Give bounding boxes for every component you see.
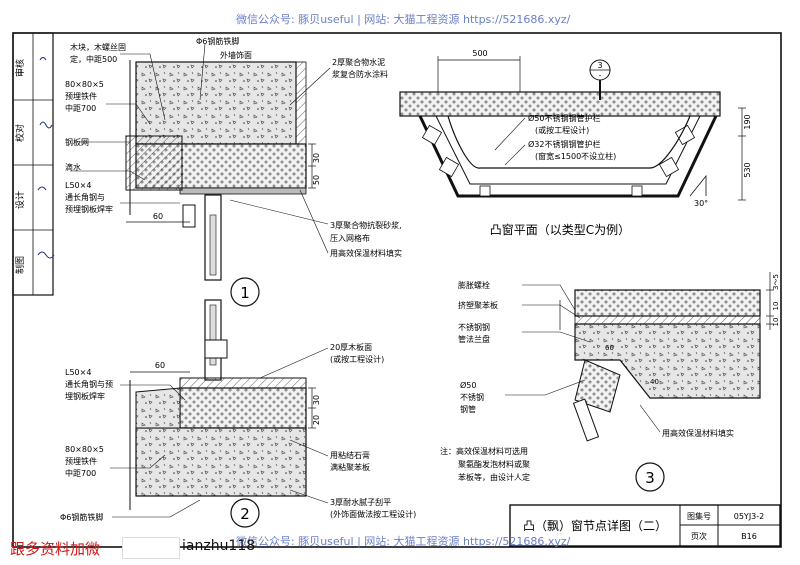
detail-3: 3～5 10 10 40 60 膨胀螺栓 挤塑聚苯板 不锈钢钢 管法兰盘 Ø50… — [440, 272, 780, 492]
detail1-note-9: 通长角钢与 — [65, 192, 105, 202]
plan-section-ref: - — [599, 71, 602, 80]
detail3-note-3: 不锈钢钢 — [458, 322, 490, 332]
detail3-note-5: Ø50 — [460, 380, 476, 390]
detail3-note-1: 膨胀螺栓 — [458, 280, 490, 290]
detail2-note-3: 埋钢板焊牢 — [65, 391, 105, 401]
detail2-right-1: 20厚木板面 — [330, 342, 372, 352]
plan-note-3: Ø32不锈钢钢管护栏 — [528, 139, 600, 149]
strip-role-1: 制图 — [14, 256, 26, 274]
detail1-number: 1 — [240, 284, 250, 302]
detail1-note-7: 滴水 — [65, 162, 81, 172]
detail3-dim-40: 40 — [650, 378, 659, 386]
detail1-note-10: 预埋钢板焊牢 — [65, 204, 113, 214]
detail2-note-4: 80×80×5 — [65, 445, 104, 454]
strip-role-4: 审核 — [14, 59, 26, 77]
detail2-right-4: 满粘聚苯板 — [330, 462, 370, 472]
detail-2: 30 20 60 L50×4 通长角钢与预 埋钢板焊牢 80×80×5 预埋铁件… — [60, 299, 416, 528]
detail2-right-5: 3厚耐水腻子刮平 — [330, 497, 391, 507]
plan-dim-500: 500 — [472, 49, 487, 58]
detail1-note-6: 钢板网 — [65, 137, 89, 147]
detail2-right-2: (或按工程设计) — [330, 354, 384, 364]
signature-strip: 制图 设计 校对 审核 — [12, 32, 55, 296]
detail1-dim-30: 30 — [312, 153, 321, 163]
plan-note-4: (窗宽≤1500不设立柱) — [535, 151, 616, 161]
detail3-footnote-3: 苯板等，由设计人定 — [458, 472, 530, 482]
watermark-top: 微信公众号: 豚贝useful | 网站: 大猫工程资源 https://521… — [236, 13, 571, 26]
detail2-note-5: 预埋铁件 — [65, 456, 97, 466]
detail3-number: 3 — [645, 469, 655, 487]
detail2-number-circle — [230, 498, 260, 528]
detail3-dim-10b: 10 — [772, 318, 780, 327]
detail2-number: 2 — [240, 505, 250, 523]
plan-section-mark: 3 — [597, 61, 602, 70]
detail3-dim-3-5: 3～5 — [772, 274, 780, 290]
promo-text: 跟多资料加微 — [10, 540, 101, 558]
detail2-dim-60: 60 — [155, 361, 165, 370]
signature-scribbles — [37, 57, 55, 259]
detail1-note-1: 木块，木螺丝固 — [70, 42, 126, 52]
plan-dim-190: 190 — [743, 114, 752, 129]
bay-window-plan: 500 190 530 30° 3 - Ø50不锈钢钢管护栏 (或按工程设计) … — [399, 49, 752, 237]
detail1-right-2: 压入网格布 — [330, 233, 370, 243]
detail1-top-1: Φ6钢筋铁脚 — [196, 36, 239, 46]
promo-id: ianzhu118 — [182, 538, 256, 554]
detail1-note-8: L50×4 — [65, 181, 91, 190]
detail3-footnote-2: 聚氨酯发泡材料或聚 — [458, 459, 530, 469]
detail1-right-1: 3厚聚合物抗裂砂浆, — [330, 220, 402, 230]
detail2-note-1: L50×4 — [65, 368, 91, 377]
strip-role-3: 校对 — [14, 124, 26, 142]
detail1-dim-60: 60 — [153, 212, 163, 221]
detail1-top-4: 浆复合防水涂料 — [332, 69, 388, 79]
redacted-box — [122, 537, 180, 559]
detail1-note-2: 定，中距500 — [70, 54, 117, 64]
detail2-dim-30: 30 — [312, 395, 321, 405]
atlas-label: 图集号 — [687, 511, 711, 521]
title-block: 凸（飘）窗节点详图（二） 图集号 05YJ3-2 页次 B16 — [509, 504, 781, 547]
detail3-note-6: 不锈钢 — [460, 392, 484, 402]
plan-title: 凸窗平面（以类型C为例） — [490, 223, 630, 237]
detail1-note-5: 中距700 — [65, 103, 96, 113]
watermark-bottom: 微信公众号: 豚贝useful | 网站: 大猫工程资源 https://521… — [236, 535, 571, 548]
detail1-right-3: 用高效保温材料填实 — [330, 248, 402, 258]
detail1-note-3: 80×80×5 — [65, 80, 104, 89]
atlas-number: 05YJ3-2 — [734, 512, 765, 521]
detail1-top-3: 2厚聚合物水泥 — [332, 57, 385, 67]
page-number: B16 — [741, 532, 757, 541]
detail2-right-6: (外饰面做法按工程设计) — [330, 509, 416, 519]
detail2-note-7: Φ6钢筋铁脚 — [60, 512, 103, 522]
detail2-right-3: 用粘结石膏 — [330, 450, 370, 460]
strip-role-2: 设计 — [14, 191, 26, 209]
plan-dim-530: 530 — [743, 162, 752, 177]
plan-note-1: Ø50不锈钢钢管护栏 — [528, 113, 600, 123]
detail3-note-4: 管法兰盘 — [458, 334, 490, 344]
detail2-note-6: 中距700 — [65, 468, 96, 478]
detail3-footnote-1: 注：高效保温材料可选用 — [440, 446, 528, 456]
detail1-top-2: 外墙饰面 — [220, 50, 252, 60]
detail1-note-4: 预埋铁件 — [65, 91, 97, 101]
detail3-note-8: 用高效保温材料填实 — [662, 428, 734, 438]
detail-1: 30 50 60 木块，木螺丝固 定，中距500 80×80×5 预埋铁件 中距… — [65, 36, 402, 307]
detail3-note-7: 钢管 — [460, 404, 476, 414]
detail2-dim-20: 20 — [312, 415, 321, 425]
detail2-note-2: 通长角钢与预 — [65, 379, 113, 389]
plan-note-2: (或按工程设计) — [535, 125, 589, 135]
detail3-number-circle — [635, 462, 665, 492]
detail3-dim-60: 60 — [605, 344, 614, 352]
drawing-title: 凸（飘）窗节点详图（二） — [523, 518, 667, 533]
detail1-dim-50: 50 — [312, 175, 321, 185]
detail3-dim-10a: 10 — [772, 302, 780, 311]
detail3-note-2: 挤塑聚苯板 — [458, 300, 498, 310]
detail1-number-circle — [230, 277, 260, 307]
page-label: 页次 — [691, 531, 707, 541]
plan-angle: 30° — [694, 199, 708, 208]
